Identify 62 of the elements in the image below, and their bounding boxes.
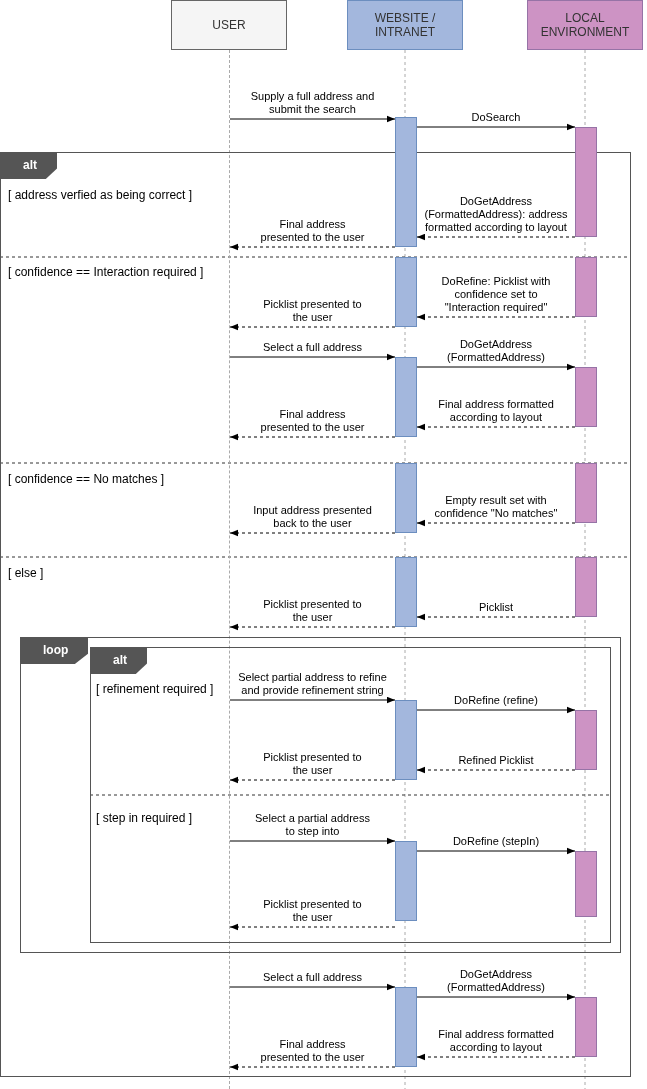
return-message-arrow [416, 613, 576, 621]
return-message-arrow [416, 1053, 576, 1061]
return-message-arrow [229, 776, 396, 784]
participant-box: USER [171, 0, 287, 50]
edge-label: Picklist presented to the user [262, 751, 363, 777]
message-arrow [416, 847, 576, 855]
participant-box: LOCAL ENVIRONMENT [527, 0, 643, 50]
activation-bar [395, 557, 417, 627]
edge-label: DoGetAddress (FormattedAddress): address formatted according to layout [421, 195, 571, 234]
edge-label: Picklist presented to the user [262, 898, 363, 924]
guard-condition: [ step in required ] [96, 811, 193, 825]
return-message-arrow [229, 323, 396, 331]
return-message-arrow [416, 313, 576, 321]
guard-condition: [ confidence == Interaction required ] [8, 265, 204, 279]
message-arrow [416, 993, 576, 1001]
edge-label: Picklist presented to the user [262, 298, 363, 324]
activation-bar [575, 127, 597, 237]
activation-bar [395, 117, 417, 247]
edge-label: Picklist presented to the user [262, 598, 363, 624]
activation-bar [575, 463, 597, 523]
guard-condition: [ confidence == No matches ] [8, 472, 165, 486]
guard-condition: [ address verfied as being correct ] [8, 188, 193, 202]
return-message-arrow [229, 623, 396, 631]
message-arrow [229, 353, 396, 361]
activation-bar [575, 997, 597, 1057]
operator-tab: alt [91, 648, 147, 674]
activation-bar [395, 987, 417, 1067]
message-arrow [229, 696, 396, 704]
activation-bar [395, 257, 417, 327]
edge-label: Supply a full address and submit the search [250, 90, 375, 116]
activation-bar [395, 463, 417, 533]
return-message-arrow [229, 1063, 396, 1071]
fragment-frame [90, 647, 611, 943]
activation-bar [395, 700, 417, 780]
operator-tab: loop [21, 638, 89, 664]
return-message-arrow [416, 519, 576, 527]
lifeline [229, 50, 230, 1089]
return-message-arrow [229, 243, 396, 251]
return-message-arrow [416, 233, 576, 241]
activation-bar [395, 357, 417, 437]
activation-bar [575, 367, 597, 427]
operator-tab: alt [1, 153, 57, 179]
return-message-arrow [416, 766, 576, 774]
return-message-arrow [229, 433, 396, 441]
guard-condition: [ refinement required ] [96, 682, 214, 696]
message-arrow [416, 123, 576, 131]
message-arrow [229, 837, 396, 845]
fragment-frame [20, 637, 621, 953]
message-arrow [416, 363, 576, 371]
activation-bar [575, 257, 597, 317]
message-arrow [416, 706, 576, 714]
return-message-arrow [229, 529, 396, 537]
activation-bar [395, 841, 417, 921]
message-arrow [229, 115, 396, 123]
guard-condition: [ else ] [8, 566, 44, 580]
activation-bar [575, 557, 597, 617]
return-message-arrow [229, 923, 396, 931]
activation-bar [575, 851, 597, 917]
return-message-arrow [416, 423, 576, 431]
message-arrow [229, 983, 396, 991]
participant-box: WEBSITE / INTRANET [347, 0, 463, 50]
activation-bar [575, 710, 597, 770]
